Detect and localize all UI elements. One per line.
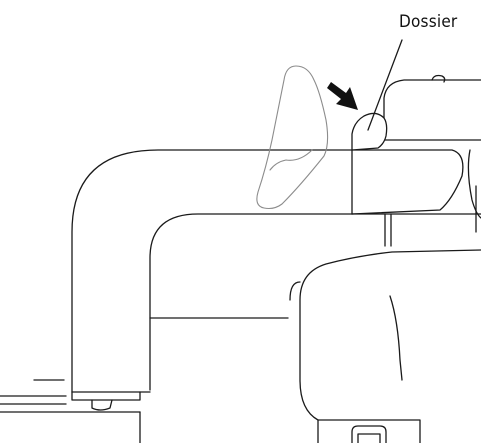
base-bottom-line	[317, 419, 421, 443]
base-handle	[351, 425, 387, 443]
rail-foot	[71, 391, 141, 401]
base-body	[299, 249, 481, 443]
backrest	[351, 112, 388, 151]
callout-leader	[367, 39, 403, 131]
backrest-ghost	[256, 65, 329, 210]
rail-inner-contour	[149, 213, 353, 391]
rail-outer-contour	[71, 149, 353, 393]
seat-cushion	[383, 79, 481, 141]
seat-band-top	[351, 149, 464, 215]
base-handle-inner	[357, 433, 381, 443]
base-body-inner	[289, 281, 301, 301]
base-side	[389, 295, 403, 381]
callout-label: Dossier	[399, 12, 458, 32]
foot-detail	[91, 399, 113, 411]
arrow-icon	[327, 82, 358, 110]
seat-knob	[431, 74, 446, 83]
backrest-ghost-inner	[269, 149, 313, 171]
right-side-curve	[467, 149, 481, 219]
